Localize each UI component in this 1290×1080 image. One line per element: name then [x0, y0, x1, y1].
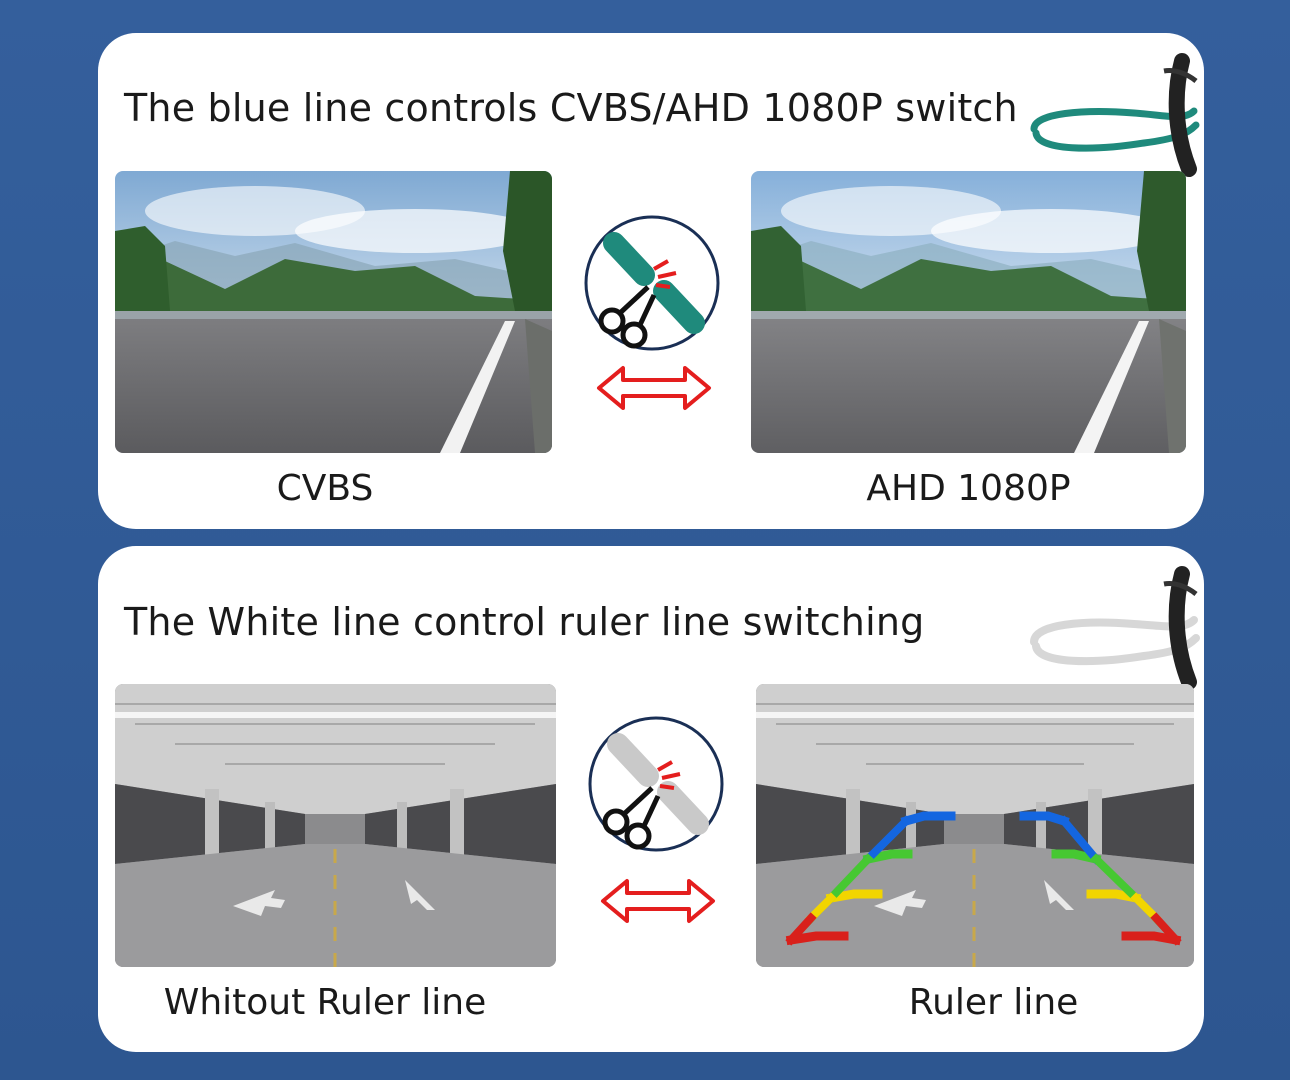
blue-line-card: The blue line controls CVBS/AHD 1080P sw…	[98, 33, 1204, 529]
double-arrow-icon	[597, 366, 711, 410]
no-ruler-caption: Whitout Ruler line	[163, 982, 487, 1023]
cut-wire-icon	[588, 716, 724, 852]
white-cable-icon	[1030, 566, 1200, 690]
cvbs-caption: CVBS	[276, 468, 374, 509]
ahd-caption: AHD 1080P	[866, 468, 1071, 509]
garage-no-ruler-image	[115, 684, 556, 967]
garage-ruler-image	[756, 684, 1194, 967]
teal-cable-icon	[1030, 53, 1200, 177]
cut-wire-icon	[584, 215, 720, 351]
ahd-road-image	[751, 171, 1186, 453]
white-line-card: The White line control ruler line switch…	[98, 546, 1204, 1052]
cvbs-road-image	[115, 171, 552, 453]
double-arrow-icon	[601, 879, 715, 923]
ruler-caption: Ruler line	[908, 982, 1079, 1023]
blue-line-heading: The blue line controls CVBS/AHD 1080P sw…	[124, 86, 1018, 130]
white-line-heading: The White line control ruler line switch…	[124, 600, 925, 644]
